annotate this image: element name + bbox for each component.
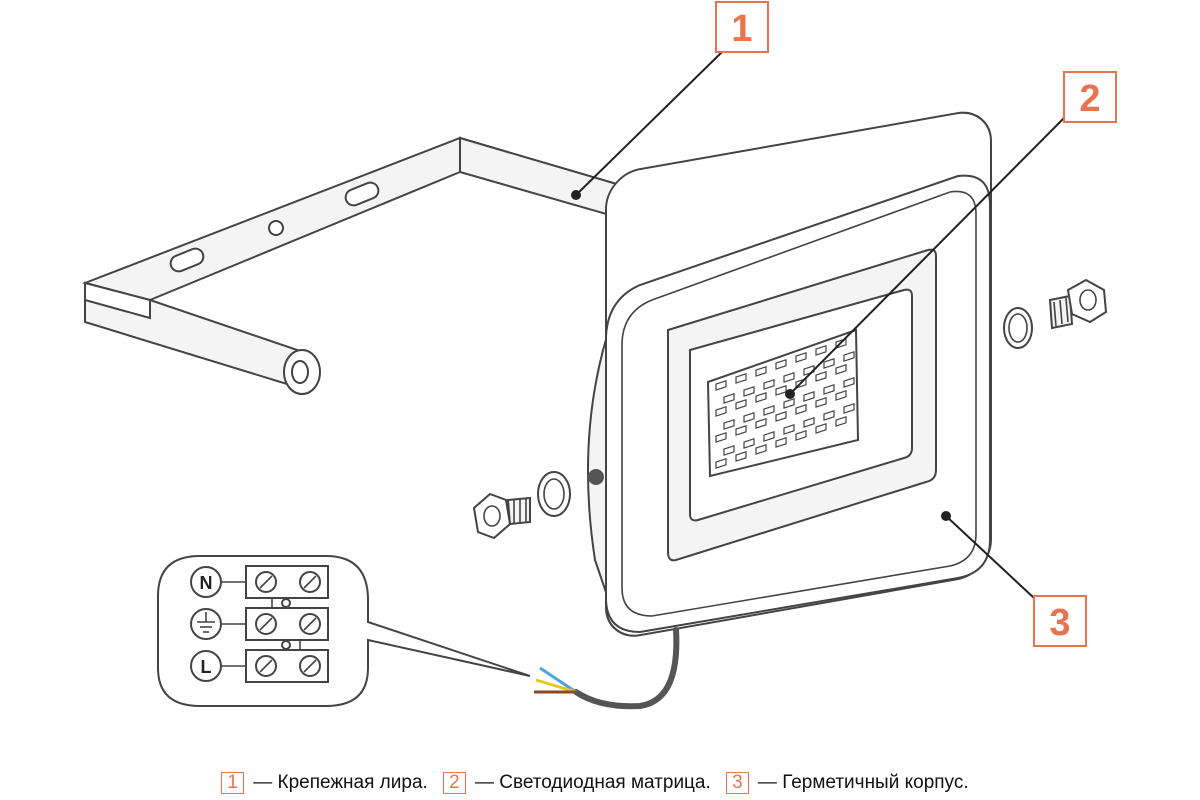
screw-slot (303, 617, 317, 631)
led-chip (755, 392, 767, 403)
floodlight-housing (587, 111, 992, 637)
led-chip (755, 418, 767, 429)
led-chip (843, 351, 855, 362)
led-chip (775, 385, 787, 396)
wiring-inset: N L (157, 555, 531, 707)
led-chip (743, 438, 755, 449)
led-chip (795, 352, 807, 363)
legend-text-1: Крепежная лира. (277, 772, 428, 793)
led-chip (763, 405, 775, 416)
led-chip (723, 419, 735, 430)
led-chip (755, 444, 767, 455)
led-chip (815, 371, 827, 382)
legend-item-3: 3 — Герметичный корпус. (726, 772, 969, 794)
led-chip (835, 364, 847, 375)
led-chip (775, 437, 787, 448)
power-cable (534, 627, 680, 710)
legend-number-3: 3 (726, 772, 749, 794)
led-chip (843, 377, 855, 388)
led-chip (763, 431, 775, 442)
led-chip (715, 380, 727, 391)
callout-3-number: 3 (1049, 602, 1070, 644)
terminal-block (245, 565, 329, 683)
led-chip (803, 417, 815, 428)
screw-slot (259, 575, 273, 589)
led-chip (735, 399, 747, 410)
led-chip (735, 451, 747, 462)
callout-2: 2 (1063, 71, 1117, 123)
led-chip (715, 406, 727, 417)
legend-dash-3: — (757, 772, 777, 793)
led-chip (823, 358, 835, 369)
right-screw (1003, 278, 1108, 349)
led-chip (815, 345, 827, 356)
led-chip (795, 404, 807, 415)
led-chip (743, 412, 755, 423)
led-chip (723, 393, 735, 404)
legend-number-2: 2 (443, 772, 466, 794)
terminal-neutral-label: N (200, 573, 213, 593)
led-chip (715, 432, 727, 443)
legend-dash-1: — (253, 772, 273, 793)
legend-item-1: 1 — Крепежная лира. (221, 772, 433, 794)
legend-number-1: 1 (221, 772, 244, 794)
screw-slot (303, 659, 317, 673)
led-chip (763, 379, 775, 390)
left-screw (472, 471, 571, 540)
callout-3: 3 (1033, 595, 1087, 647)
led-chip (823, 384, 835, 395)
legend-text-3: Герметичный корпус. (782, 772, 969, 793)
mounting-bracket (81, 136, 692, 395)
led-chip (823, 410, 835, 421)
led-chip (815, 397, 827, 408)
legend-text-2: Светодиодная матрица. (499, 772, 711, 793)
led-chip (743, 386, 755, 397)
callout-1-number: 1 (731, 8, 752, 50)
led-chip (775, 359, 787, 370)
led-chip (835, 390, 847, 401)
leader-lines (571, 51, 1065, 599)
led-chip (723, 445, 735, 456)
led-chip (835, 416, 847, 427)
led-chip (843, 403, 855, 414)
led-chip (815, 423, 827, 434)
screw-slot (259, 659, 273, 673)
led-chip (735, 373, 747, 384)
led-chip (735, 425, 747, 436)
led-chip (775, 411, 787, 422)
led-chip (783, 372, 795, 383)
led-chip (783, 424, 795, 435)
led-chip (795, 430, 807, 441)
led-chip (803, 391, 815, 402)
screw-slot (303, 575, 317, 589)
legend-item-2: 2 — Светодиодная матрица. (443, 772, 716, 794)
legend: 1 — Крепежная лира. 2 — Светодиодная мат… (0, 772, 1200, 794)
screw-slot (259, 617, 273, 631)
callout-2-number: 2 (1079, 78, 1100, 120)
terminal-live-label: L (201, 657, 212, 677)
led-chip (755, 366, 767, 377)
callout-1: 1 (715, 1, 769, 53)
legend-dash-2: — (474, 772, 494, 793)
led-chip (715, 458, 727, 469)
led-chip (783, 398, 795, 409)
